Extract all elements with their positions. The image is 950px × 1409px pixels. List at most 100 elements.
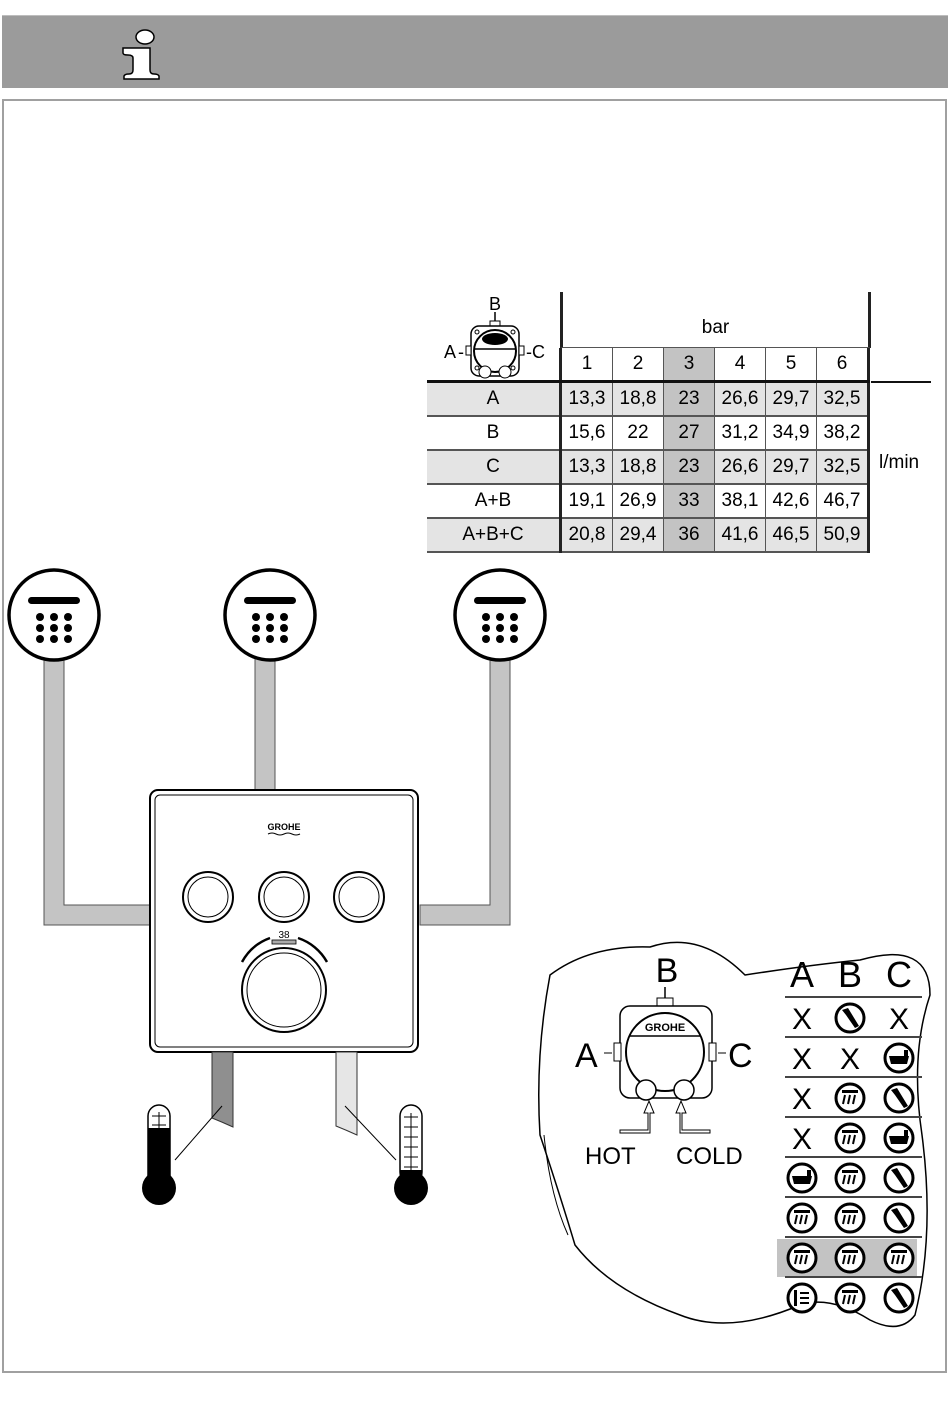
inlet-label-cold: COLD — [676, 1143, 743, 1170]
x-mark: X — [792, 1003, 812, 1036]
flow-value-cell: 27 — [664, 416, 715, 450]
x-mark: X — [840, 1043, 860, 1076]
head-shower-icon — [836, 1244, 864, 1272]
flow-value-cell: 32,5 — [817, 450, 869, 484]
config-row — [777, 1237, 922, 1277]
flow-value-cell: 15,6 — [561, 416, 613, 450]
shower-head-icon — [9, 570, 99, 660]
pressure-row: 1 2 3 4 5 6 — [427, 348, 869, 382]
flow-value-cell: 46,5 — [766, 518, 817, 552]
outlet-button-c[interactable] — [334, 872, 384, 922]
pressure-cell: 2 — [613, 348, 664, 382]
shower-head-icon — [225, 570, 315, 660]
outlet-buttons — [183, 872, 384, 922]
x-mark: X — [792, 1043, 812, 1076]
hot-supply-pipe — [212, 1052, 233, 1127]
outlet-label-a: A — [575, 1037, 598, 1075]
flow-value-cell: 20,8 — [561, 518, 613, 552]
flow-value-cell: 29,7 — [766, 450, 817, 484]
unit-divider — [871, 381, 931, 383]
pressure-cell: 5 — [766, 348, 817, 382]
column-header: C — [886, 954, 912, 995]
flow-value-cell: 22 — [613, 416, 664, 450]
pressure-cell-highlighted: 3 — [664, 348, 715, 382]
pressure-cell: 6 — [817, 348, 869, 382]
head-shower-icon — [836, 1284, 864, 1312]
bathtub-icon — [885, 1124, 913, 1152]
flow-value-cell: 29,7 — [766, 382, 817, 417]
outlet-combination-label: A+B — [427, 484, 561, 518]
thermometer-hot-icon — [142, 1105, 176, 1205]
head-shower-icon — [836, 1164, 864, 1192]
inlet-label-hot: HOT — [585, 1143, 636, 1170]
shower-system-illustration: GROHE 38 — [0, 560, 560, 1220]
flow-value-cell: 38,2 — [817, 416, 869, 450]
outlet-label-b: B — [656, 952, 679, 990]
head-shower-icon — [885, 1244, 913, 1272]
hand-shower-icon — [836, 1004, 864, 1032]
outlet-button-b[interactable] — [259, 872, 309, 922]
column-header: A — [790, 954, 814, 995]
outlet-button-a[interactable] — [183, 872, 233, 922]
head-shower-icon — [836, 1084, 864, 1112]
flow-value-cell: 13,3 — [561, 382, 613, 417]
flow-value-cell: 33 — [664, 484, 715, 518]
hand-shower-icon — [885, 1164, 913, 1192]
head-shower-icon — [836, 1124, 864, 1152]
flow-value-cell: 36 — [664, 518, 715, 552]
outlet-label-c: C — [728, 1037, 753, 1075]
flow-value-cell: 26,6 — [715, 382, 766, 417]
outlet-combination-label: B — [427, 416, 561, 450]
flow-value-cell: 50,9 — [817, 518, 869, 552]
flow-value-cell: 32,5 — [817, 382, 869, 417]
flow-value-cell: 13,3 — [561, 450, 613, 484]
unit-label: l/min — [879, 452, 919, 474]
outlet-combination-label: A — [427, 382, 561, 417]
bathtub-icon — [885, 1044, 913, 1072]
flow-value-cell: 46,7 — [817, 484, 869, 518]
flow-value-cell: 23 — [664, 450, 715, 484]
brand-logo: GROHE — [267, 822, 300, 832]
label-b: B — [489, 294, 501, 314]
flow-value-cell: 18,8 — [613, 382, 664, 417]
flow-value-cell: 41,6 — [715, 518, 766, 552]
hand-shower-icon — [885, 1084, 913, 1112]
shower-head-icon — [455, 570, 545, 660]
x-mark: X — [889, 1003, 909, 1036]
x-mark: X — [792, 1083, 812, 1116]
head-shower-icon — [836, 1204, 864, 1232]
head-shower-icon — [788, 1244, 816, 1272]
x-mark: X — [792, 1123, 812, 1156]
cold-supply-pipe — [336, 1052, 357, 1135]
flow-value-cell: 23 — [664, 382, 715, 417]
bathtub-icon — [788, 1164, 816, 1192]
flow-value-cell: 29,4 — [613, 518, 664, 552]
pressure-cell: 4 — [715, 348, 766, 382]
flow-value-cell: 42,6 — [766, 484, 817, 518]
body-jets-icon — [788, 1284, 816, 1312]
info-icon — [118, 28, 168, 80]
flow-value-cell: 26,9 — [613, 484, 664, 518]
flow-value-cell: 26,6 — [715, 450, 766, 484]
head-shower-icon — [788, 1204, 816, 1232]
pressure-header: bar — [560, 292, 871, 348]
flow-value-cell: 18,8 — [613, 450, 664, 484]
thermostat-knob[interactable] — [242, 948, 326, 1032]
temperature-value: 38 — [278, 930, 290, 941]
outlet-combination-label: A+B+C — [427, 518, 561, 552]
flow-value-cell: 38,1 — [715, 484, 766, 518]
flow-value-cell: 31,2 — [715, 416, 766, 450]
column-header: B — [838, 954, 862, 995]
valve-brand-logo: GROHE — [645, 1022, 685, 1034]
thermometer-cold-icon — [394, 1105, 428, 1205]
outlet-combination-label: C — [427, 450, 561, 484]
flow-value-cell: 19,1 — [561, 484, 613, 518]
